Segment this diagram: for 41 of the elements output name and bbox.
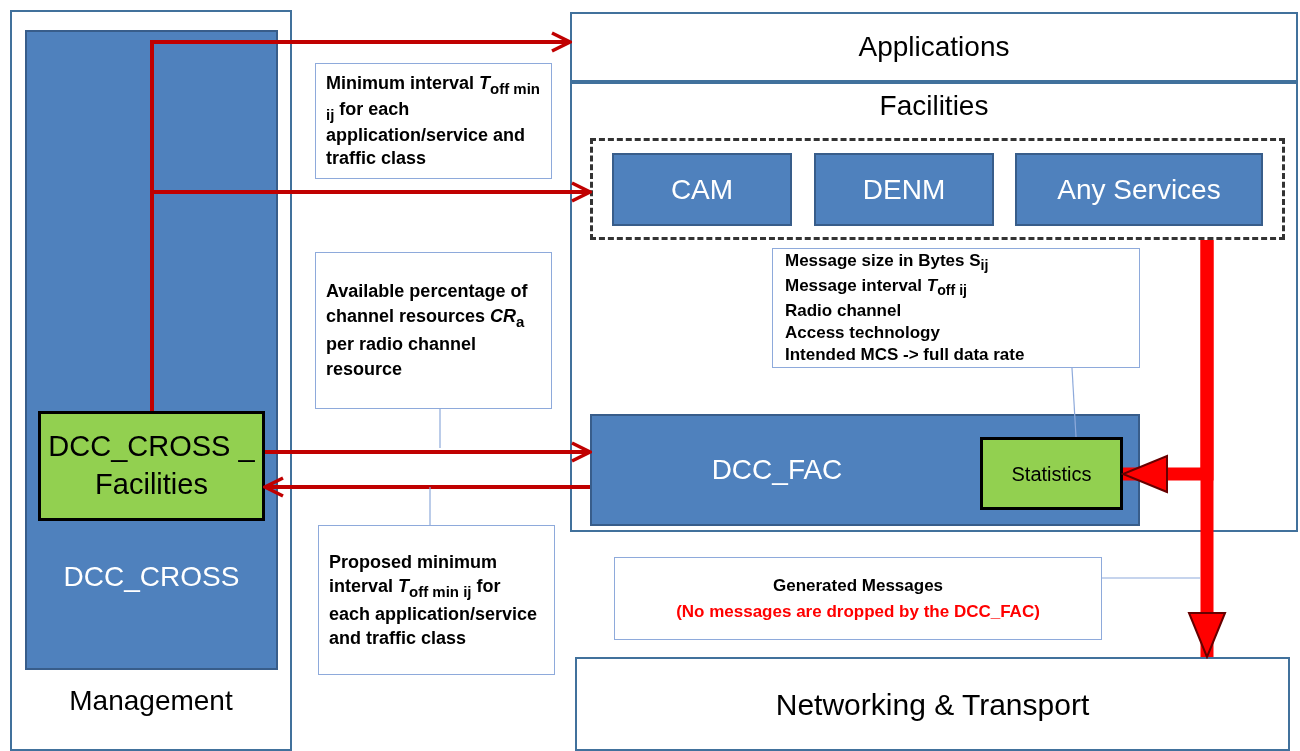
callout-text: Minimum interval T$_{off min}$ $_{ij}$ for each application/service and traffic class [326, 71, 541, 171]
callout-text: Proposed minimum interval T$_{off min ij}$ for each application/service and traffic class [329, 550, 539, 651]
layer-box [575, 657, 1290, 751]
module-box [980, 437, 1123, 510]
layer-box [570, 12, 1298, 82]
module-box [38, 411, 265, 521]
callout-text: Generated Messages [772, 575, 944, 597]
bullet-item: Message interval T$_{off ij}$ [785, 274, 968, 300]
module-block [25, 30, 278, 670]
block-label: DCC_CROSS [62, 560, 241, 594]
callout-text: Available percentage of channel resources CR$_{a}$ per radio channel resource [326, 279, 529, 381]
layer-title: Facilities [878, 89, 990, 123]
arrow [263, 476, 590, 498]
bullet-item: Access technology [785, 321, 941, 344]
box-label: DCC_FAC [711, 453, 843, 487]
box-label: Any Services [1057, 172, 1221, 207]
dashed-group-box [590, 138, 1285, 240]
callout-text: (No messages are dropped by the DCC_FAC) [676, 600, 1040, 623]
callout-box [614, 557, 1102, 640]
service-box [1015, 153, 1263, 226]
thick-arrow [1122, 240, 1214, 493]
box-label: DENM [862, 172, 946, 207]
callout-box [315, 252, 552, 409]
layer-title: Networking & Transport [774, 687, 1091, 723]
panel [10, 10, 292, 751]
callout-box [772, 248, 1140, 368]
service-box [612, 153, 792, 226]
bullet-item: Message size in Bytes S$_{ij}$ [785, 250, 990, 275]
layer-title: Applications [858, 30, 1010, 64]
layer-box [570, 82, 1298, 532]
panel-title: Management [68, 684, 234, 718]
callout-box [315, 63, 552, 179]
box-label: CAM [670, 172, 734, 207]
bullet-item: Radio channel [785, 299, 903, 322]
bullet-item: Intended MCS -> full data rate [785, 343, 1026, 366]
box-label: DCC_CROSS _ Facilities [47, 429, 256, 502]
service-box [814, 153, 994, 226]
callout-box [318, 525, 555, 675]
module-box [590, 414, 1140, 526]
box-label: Statistics [1011, 461, 1092, 486]
arrow [265, 441, 592, 463]
